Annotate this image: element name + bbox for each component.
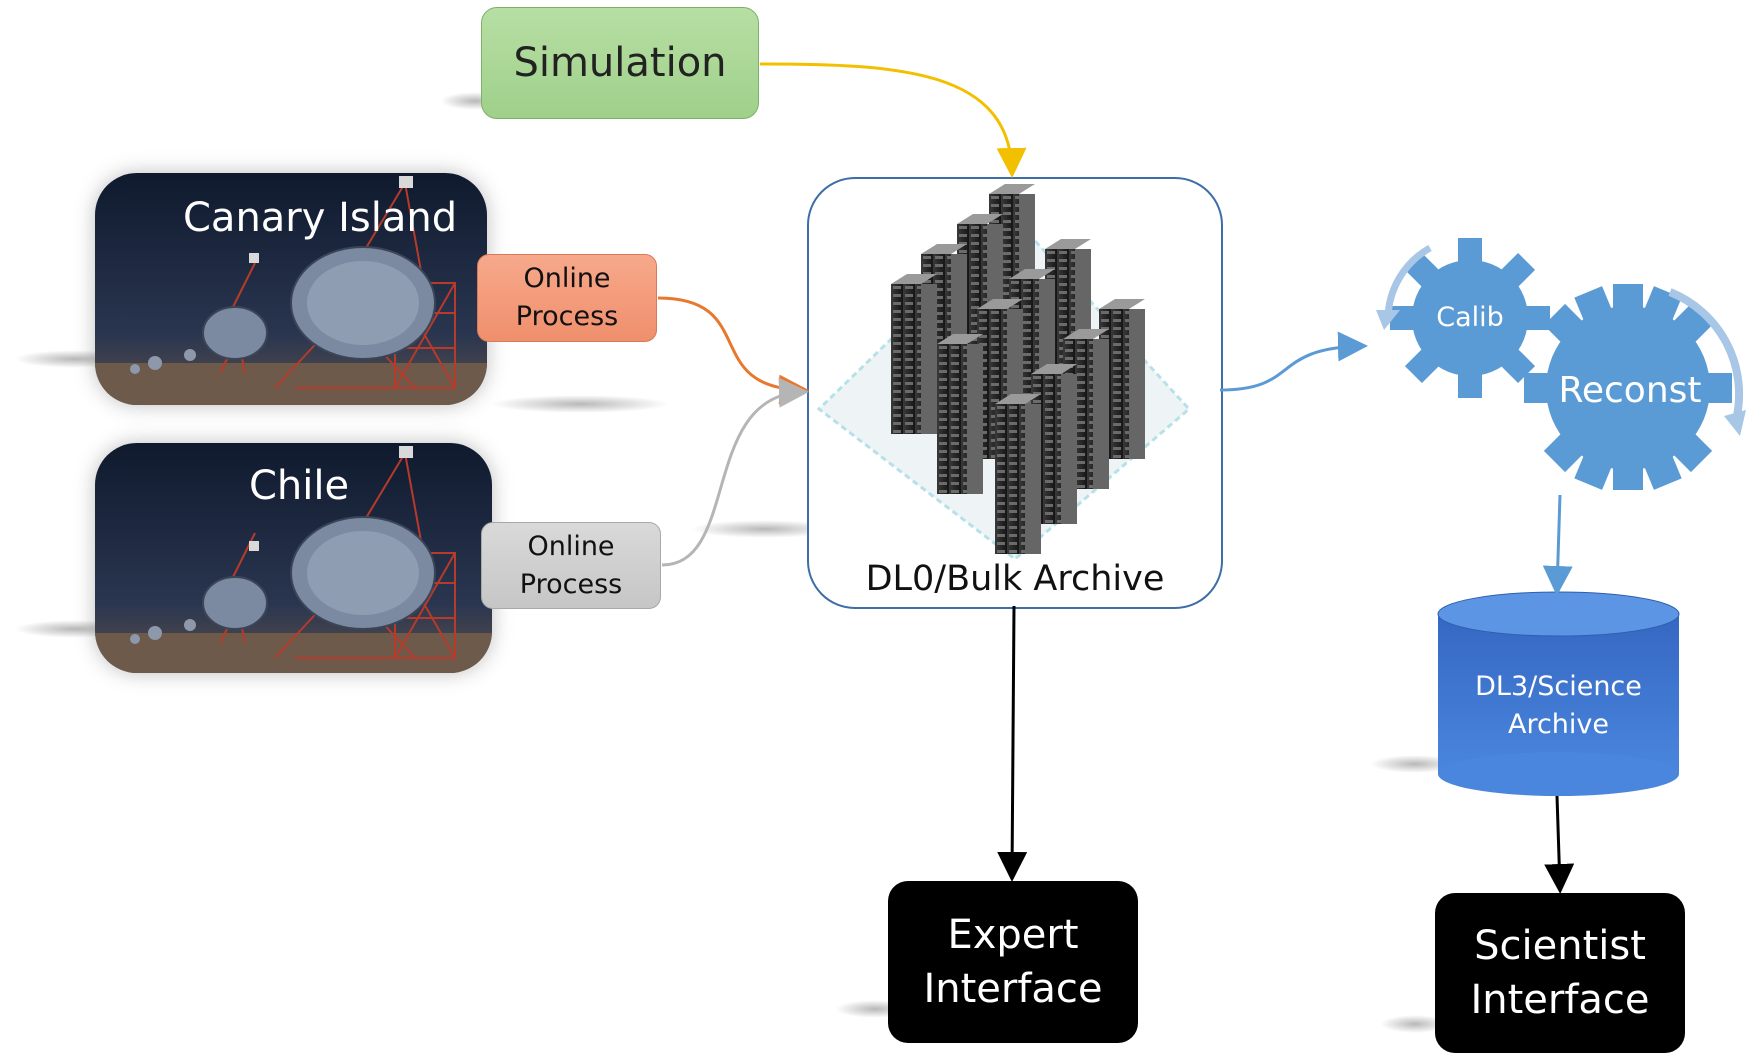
arrow-archive-to-calib xyxy=(1219,331,1368,392)
simulation-node: Simulation xyxy=(481,7,759,119)
telescope-photo xyxy=(95,443,492,673)
online-process-line1: Online xyxy=(527,530,615,562)
expert-interface-line2: Interface xyxy=(923,966,1103,1012)
scientist-interface-line1: Scientist xyxy=(1474,923,1646,969)
online-process-canary: Online Process xyxy=(477,254,657,342)
online-process-line2: Process xyxy=(519,568,623,600)
reconst-label: Reconst xyxy=(1558,370,1702,411)
telescope-photo xyxy=(95,173,487,405)
shadow xyxy=(490,395,670,413)
simulation-label: Simulation xyxy=(513,40,727,86)
science-archive-line1: DL3/Science xyxy=(1475,671,1642,702)
canary-island-photo: Canary Island xyxy=(95,173,487,405)
online-process-line2: Process xyxy=(515,301,619,332)
scientist-interface-node: Scientist Interface xyxy=(1435,893,1685,1053)
shadow xyxy=(1370,755,1460,773)
arrow-online1-to-archive xyxy=(657,296,809,405)
arrow-reconst-to-dl3 xyxy=(1542,494,1573,596)
chile-photo: Chile xyxy=(95,443,492,673)
arrow-simulation-to-archive xyxy=(759,62,1027,178)
arrow-archive-to-expert xyxy=(997,605,1028,882)
canary-island-label: Canary Island xyxy=(183,195,458,241)
online-process-chile: Online Process xyxy=(481,522,661,609)
online-process-line1: Online xyxy=(523,263,611,295)
server-rack-icon xyxy=(816,184,1192,559)
expert-interface-line1: Expert xyxy=(947,912,1079,958)
chile-label: Chile xyxy=(249,463,350,509)
calib-label: Calib xyxy=(1436,302,1504,333)
bulk-archive-node: DL0/Bulk Archive xyxy=(807,177,1223,609)
science-archive-line2: Archive xyxy=(1507,708,1610,740)
gear-icon xyxy=(1524,284,1732,490)
bulk-archive-label: DL0/Bulk Archive xyxy=(865,559,1165,599)
arrow-dl3-to-scientist xyxy=(1544,795,1575,894)
server-rack-group xyxy=(891,184,1145,554)
scientist-interface-line2: Interface xyxy=(1470,977,1650,1023)
gear-group xyxy=(1376,238,1746,490)
science-archive-label: DL3/Science Archive xyxy=(1436,668,1681,744)
database-cylinder-icon xyxy=(1437,591,1680,796)
shadow xyxy=(1380,1015,1450,1033)
expert-interface-node: Expert Interface xyxy=(888,881,1138,1043)
arrow-online2-to-archive xyxy=(661,377,809,567)
